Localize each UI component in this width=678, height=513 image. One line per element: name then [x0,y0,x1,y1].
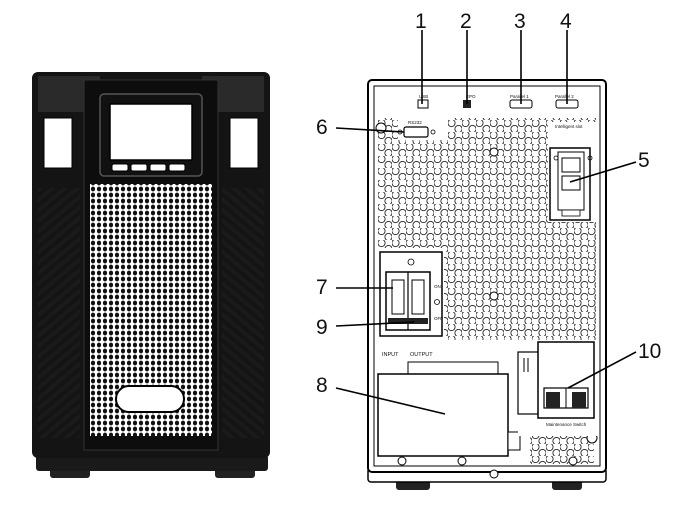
breaker-bar [388,318,428,324]
on-label: ON [434,284,441,289]
rear-screw [489,291,499,301]
rear-screw [553,155,559,161]
parallel-2-label: Parallel 2 [555,94,574,99]
rs232-screw-right [430,129,436,135]
callout-4: 4 [560,10,572,33]
callout-2: 2 [460,10,472,33]
callout-1: 1 [415,10,427,33]
io-cover [377,373,509,457]
rear-screw [457,456,467,466]
maintenance-toggle-left[interactable] [546,392,560,408]
rj45-port-2[interactable] [561,175,581,191]
rear-screw [568,456,578,466]
rear-screw [397,456,407,466]
ups-rear-view: USB EPO Parallel 1 Parallel 2 RS232 Inte… [335,30,637,490]
breaker-lock [434,299,440,305]
slot-terminal [561,209,581,217]
ups-front-view [32,72,270,478]
maintenance-switch-label: Maintenance Switch [546,422,587,427]
rear-screw [489,469,499,479]
rear-screw [489,147,499,157]
io-cover-top [407,361,499,375]
lcd-screen [109,103,193,161]
io-cover-tab [507,431,521,451]
rj45-port-1[interactable] [561,157,581,173]
rs232-label: RS232 [408,120,422,125]
callout-8: 8 [316,374,328,397]
front-button-3[interactable] [149,163,167,172]
front-vent-left [38,188,80,438]
intelligent-slot-label: Intelligent slot [555,124,583,129]
usb-port[interactable] [417,99,429,109]
output-label: OUTPUT [410,352,433,358]
parallel-1-label: Parallel 1 [510,94,529,99]
breaker-toggle-left[interactable] [391,279,405,315]
callout-3: 3 [514,10,526,33]
rs232-port[interactable] [403,126,429,138]
rear-screw [587,155,593,161]
front-side-panel-left [43,117,73,169]
rear-screw [407,258,415,266]
front-vent-right [222,188,264,438]
rear-inner-frame [373,85,601,467]
input-label: INPUT [382,352,399,358]
callout-6: 6 [316,116,328,139]
usb-port-label: USB [419,94,428,99]
front-button-1[interactable] [111,163,129,172]
breaker-toggle-right[interactable] [411,279,425,315]
epo-port-label: EPO [466,94,476,99]
callout-9: 9 [316,316,328,339]
front-handle [115,385,185,413]
off-label: OFF [434,316,443,321]
maintenance-toggle-right[interactable] [572,392,586,408]
front-button-2[interactable] [130,163,148,172]
front-button-4[interactable] [168,163,186,172]
front-base [36,455,268,471]
callout-7: 7 [316,276,328,299]
callout-leaders [335,30,637,415]
callout-5: 5 [638,149,650,172]
front-side-panel-right [229,117,259,169]
callout-10: 10 [638,340,661,363]
